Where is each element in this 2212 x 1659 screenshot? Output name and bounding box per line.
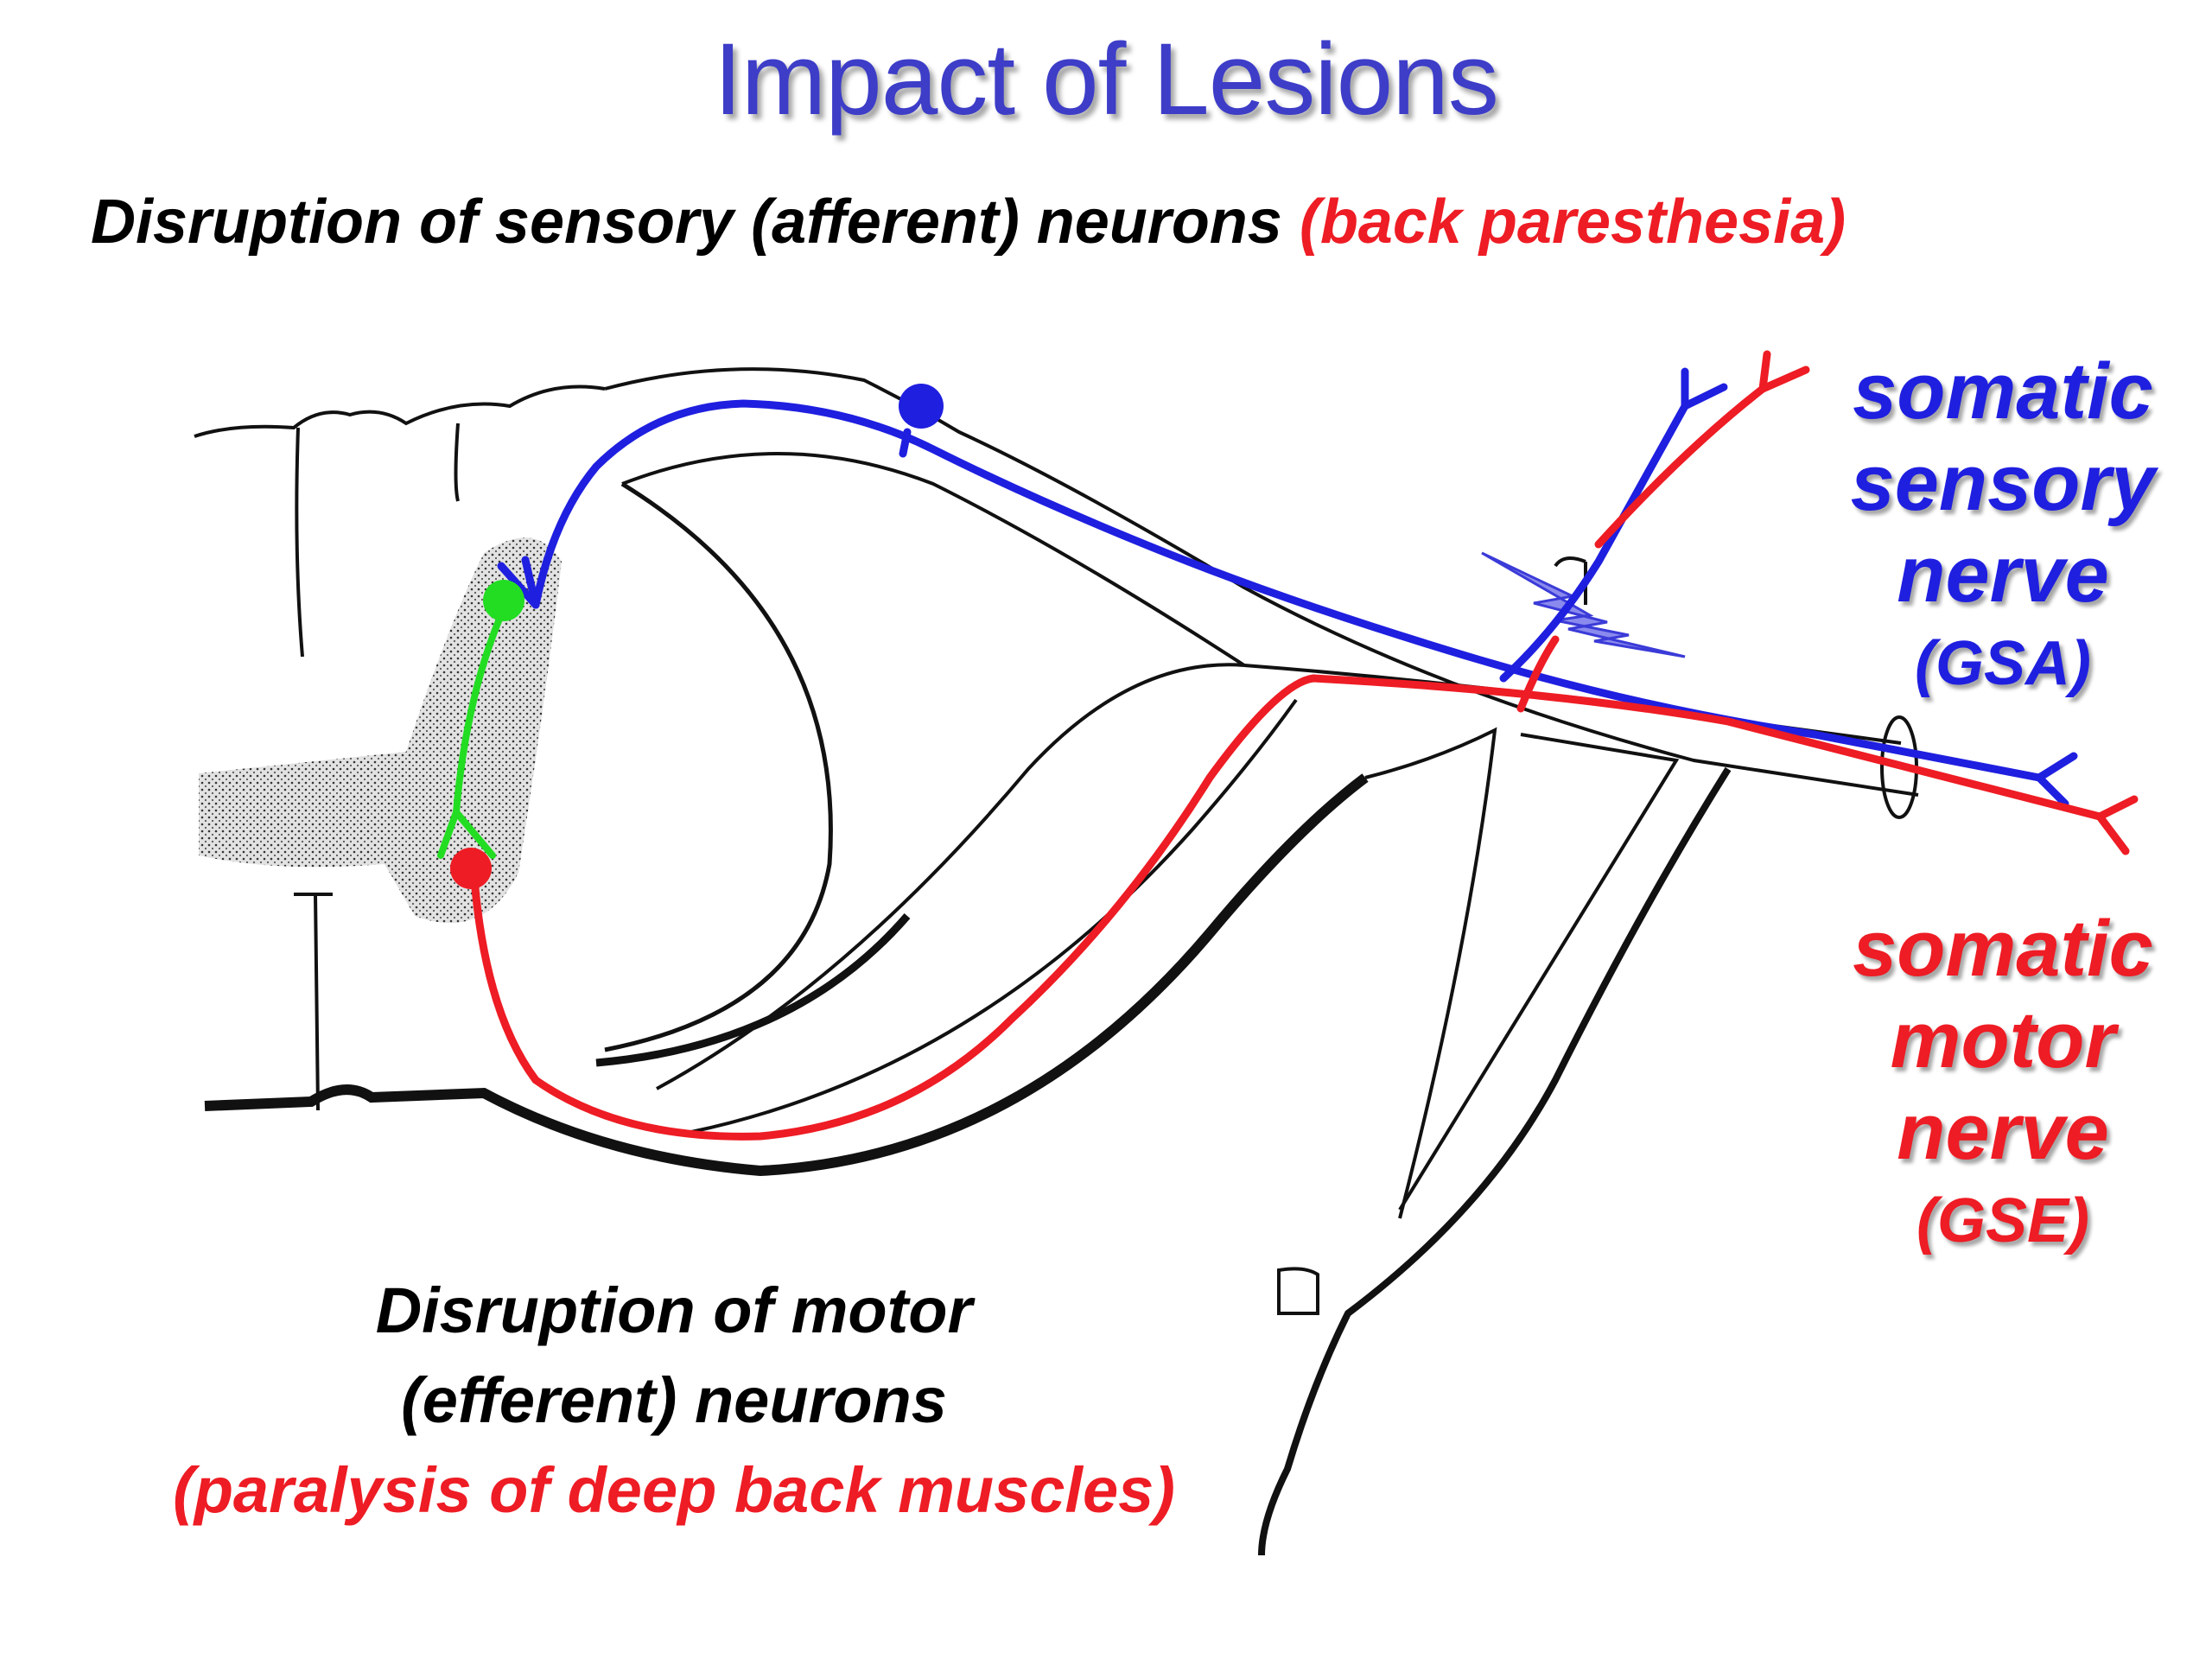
sensory-label-line2: sensory — [1850, 439, 2156, 527]
sensory-neuron-path — [497, 367, 2078, 808]
motor-disruption-caption: Disruption of motor (efferent) neurons (… — [52, 1266, 1296, 1535]
sensory-label-code: (GSA) — [1915, 629, 2091, 698]
lesion-lightning-icon — [1481, 551, 1686, 658]
sensory-disruption-heading: Disruption of sensory (afferent) neurons… — [91, 187, 2182, 257]
sensory-disruption-text: Disruption of sensory (afferent) neurons — [91, 188, 1300, 257]
motor-caption-line1: Disruption of motor — [375, 1274, 973, 1346]
somatic-sensory-nerve-label: somatic sensory nerve (GSA) — [1813, 346, 2193, 707]
somatic-motor-nerve-label: somatic motor nerve (GSE) — [1813, 903, 2193, 1264]
page-title: Impact of Lesions — [714, 22, 1499, 137]
motor-label-line1: somatic — [1853, 905, 2153, 993]
motor-neuron-path — [469, 350, 2139, 1141]
motor-caption-line2: (efferent) neurons — [401, 1364, 947, 1436]
sensory-label-line3: nerve — [1897, 531, 2109, 619]
interneuron-cell-body-icon — [483, 580, 524, 621]
motor-label-line3: nerve — [1897, 1088, 2109, 1176]
sensory-label-line1: somatic — [1853, 347, 2153, 435]
back-paresthesia-text: (back paresthesia) — [1299, 188, 1847, 257]
motor-cell-body-icon — [450, 848, 492, 889]
motor-label-line2: motor — [1890, 996, 2116, 1084]
sensory-cell-body-icon — [899, 384, 944, 429]
interneuron-path — [437, 601, 509, 859]
paralysis-caption: (paralysis of deep back muscles) — [173, 1454, 1175, 1526]
motor-label-code: (GSE) — [1916, 1186, 2089, 1255]
